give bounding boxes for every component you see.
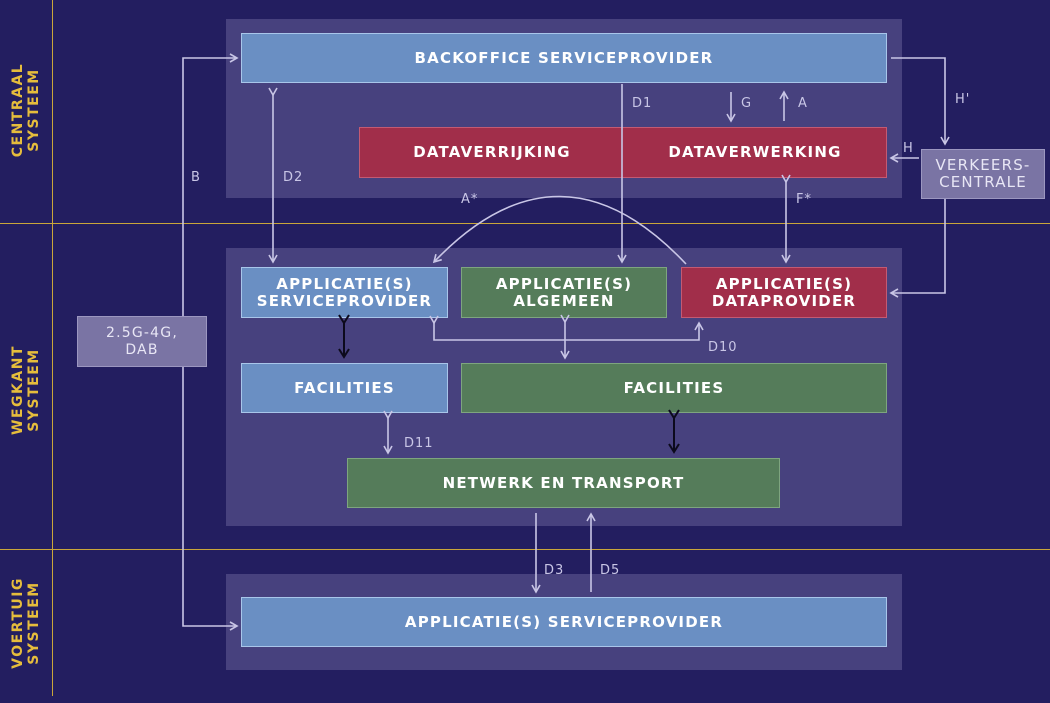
- arrow-b-to-backoffice: [182, 53, 239, 316]
- label-b: B: [191, 170, 201, 185]
- label-a: A: [798, 96, 808, 111]
- applicatie-serviceprovider-box: APPLICATIE(S) SERVICEPROVIDER: [241, 267, 448, 318]
- backoffice-serviceprovider-box: BACKOFFICE SERVICEPROVIDER: [241, 33, 887, 83]
- label-d10: D10: [708, 340, 738, 355]
- verkeerscentrale-box: VERKEERS- CENTRALE: [921, 149, 1045, 199]
- applicatie-dataprovider-box: APPLICATIE(S) DATAPROVIDER: [681, 267, 887, 318]
- section-divider-wegkant-voertuig: [0, 549, 1050, 550]
- label-d1: D1: [632, 96, 653, 111]
- label-h-prime: H': [955, 92, 971, 107]
- label-h: H: [903, 141, 914, 156]
- label-d2: D2: [283, 170, 304, 185]
- dab-box: 2.5G-4G, DAB: [77, 316, 207, 367]
- dataverwerking-box: DATAVERWERKING: [624, 127, 887, 178]
- voertuig-applicatie-serviceprovider-box: APPLICATIE(S) SERVICEPROVIDER: [241, 597, 887, 647]
- facilities-left-box: FACILITIES: [241, 363, 448, 413]
- arrow-h-prime: [891, 57, 950, 146]
- arrow-d10: [429, 315, 704, 341]
- label-a-star: A*: [461, 192, 479, 207]
- label-d5: D5: [600, 563, 621, 578]
- applicatie-algemeen-box: APPLICATIE(S) ALGEMEEN: [461, 267, 667, 318]
- arrow-verkeerscentrale-dataprovider: [889, 199, 946, 298]
- label-d3: D3: [544, 563, 565, 578]
- section-divider-centraal-wegkant: [0, 223, 1050, 224]
- arrow-b-to-voertuig: [182, 367, 239, 631]
- netwerk-transport-box: NETWERK EN TRANSPORT: [347, 458, 780, 508]
- label-g: G: [741, 96, 753, 111]
- label-d11: D11: [404, 436, 434, 451]
- dataverrijking-box: DATAVERRIJKING: [359, 127, 624, 178]
- label-f-star: F*: [796, 192, 812, 207]
- arrow-a-star: [432, 195, 687, 265]
- section-divider-vertical: [52, 0, 53, 696]
